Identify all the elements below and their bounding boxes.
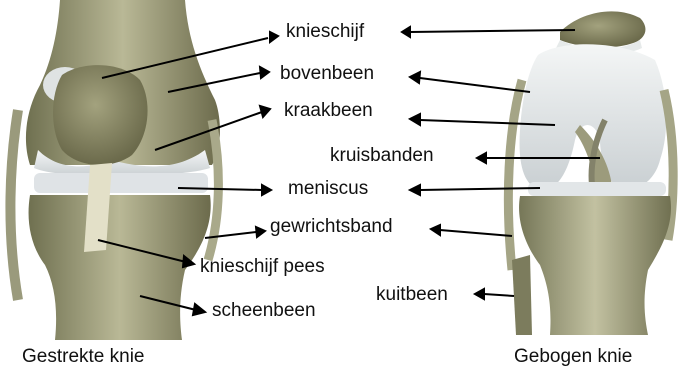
label-knieschijf-pees: knieschijf pees xyxy=(200,256,325,278)
arrowhead-gewrichtsband-right xyxy=(431,225,440,235)
arrowhead-gewrichtsband-left xyxy=(256,227,265,237)
arrowhead-kuitbeen xyxy=(475,289,484,299)
right-tibia-shape xyxy=(519,196,671,335)
arrowhead-kruisbanden xyxy=(477,153,486,163)
pointer-kuitbeen xyxy=(484,294,514,296)
arrowhead-kraakbeen-right xyxy=(410,114,420,125)
caption-extended-knee: Gestrekte knie xyxy=(22,346,145,368)
pointer-bovenbeen-right xyxy=(420,78,530,92)
label-knieschijf: knieschijf xyxy=(286,21,364,43)
left-side-ligament-outer xyxy=(10,110,18,300)
right-meniscus-shape xyxy=(528,182,666,196)
label-scheenbeen: scheenbeen xyxy=(212,300,316,322)
right-side-ligament-outer xyxy=(508,80,522,270)
label-meniscus: meniscus xyxy=(288,178,368,200)
arrowhead-bovenbeen-right xyxy=(410,72,420,83)
label-bovenbeen: bovenbeen xyxy=(280,63,374,85)
pointer-gewrichtsband-right xyxy=(440,230,512,236)
arrowhead-scheenbeen xyxy=(193,304,205,315)
pointer-knieschijf-right xyxy=(410,30,575,32)
flexed-knee-illustration xyxy=(508,11,673,335)
label-kuitbeen: kuitbeen xyxy=(376,284,448,306)
pointer-meniscus-right xyxy=(420,188,540,190)
label-gewrichtsband: gewrichtsband xyxy=(270,216,393,238)
label-kruisbanden: kruisbanden xyxy=(330,145,434,167)
arrowhead-kraakbeen-left xyxy=(260,106,270,117)
right-fibula-shape xyxy=(512,255,532,335)
left-meniscus-shape xyxy=(34,173,208,193)
label-kraakbeen: kraakbeen xyxy=(284,100,373,122)
extended-knee-illustration xyxy=(10,0,219,340)
caption-flexed-knee: Gebogen knie xyxy=(514,346,632,368)
arrowhead-bovenbeen-left xyxy=(260,67,269,78)
arrowhead-meniscus-left xyxy=(262,185,271,195)
left-patella-shape xyxy=(53,65,148,165)
arrowhead-knieschijf-right xyxy=(402,27,410,37)
arrowhead-knieschijf-left xyxy=(270,32,278,42)
arrowhead-meniscus-right xyxy=(410,185,420,195)
